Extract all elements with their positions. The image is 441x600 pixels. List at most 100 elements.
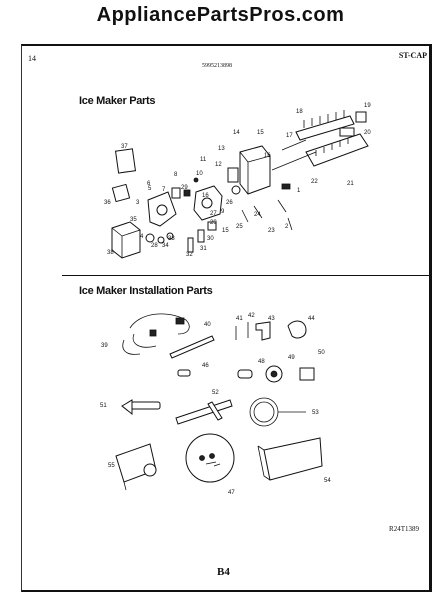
label-54: 54 <box>324 478 331 484</box>
label-38: 38 <box>107 250 114 256</box>
label-16: 16 <box>264 153 271 159</box>
label-3: 3 <box>136 200 140 206</box>
section-title-installation-parts: Ice Maker Installation Parts <box>79 285 213 297</box>
label-28: 28 <box>151 243 158 249</box>
label-36: 36 <box>104 200 111 206</box>
label-55: 55 <box>108 463 115 469</box>
part-1-fitting <box>281 183 291 190</box>
part-21-mold <box>305 133 369 167</box>
part-6-clip <box>171 187 181 199</box>
label-53: 53 <box>312 410 319 416</box>
part-52-fill-tube <box>175 399 233 425</box>
label-43: 43 <box>268 316 275 322</box>
label-21: 21 <box>347 181 354 187</box>
part-20-block <box>339 127 355 137</box>
part-34-disk <box>157 236 165 244</box>
label-30: 30 <box>207 236 214 242</box>
label-20: 20 <box>364 130 371 136</box>
section-title-ice-maker-parts: Ice Maker Parts <box>79 95 156 107</box>
label-32: 32 <box>186 252 193 258</box>
label-12: 12 <box>215 162 222 168</box>
part-50-clip <box>299 367 315 381</box>
label-9: 9 <box>221 209 225 215</box>
part-54-ice-bucket <box>257 437 323 481</box>
label-10: 10 <box>196 171 203 177</box>
ice-maker-part-labels: 18 19 20 17 14 15 16 37 13 11 12 22 21 8… <box>104 103 371 258</box>
label-49: 49 <box>288 355 295 361</box>
label-27: 27 <box>210 211 217 217</box>
part-23-screw <box>277 199 287 213</box>
part-25-screw <box>241 209 249 223</box>
label-35: 35 <box>130 217 137 223</box>
label-15b: 15 <box>222 228 229 234</box>
label-5: 5 <box>148 186 152 192</box>
label-52: 52 <box>212 390 219 396</box>
footer-page-code: B4 <box>217 566 230 578</box>
part-47-hardware-kit <box>185 433 235 483</box>
label-24: 24 <box>254 212 261 218</box>
part-30-spring <box>197 229 205 243</box>
part-2-screw <box>287 217 293 231</box>
part-46-fitting <box>177 369 191 377</box>
label-8: 8 <box>174 172 178 178</box>
label-48: 48 <box>258 359 265 365</box>
label-18: 18 <box>296 109 303 115</box>
label-26: 26 <box>226 200 233 206</box>
label-14: 14 <box>233 130 240 136</box>
label-33: 33 <box>168 236 175 242</box>
label-31: 31 <box>200 246 207 252</box>
part-49-grommet-center <box>270 370 278 378</box>
part-37-cover <box>114 148 137 174</box>
part-13-control-head <box>193 185 223 221</box>
label-25: 25 <box>236 224 243 230</box>
reference-code: R24T1389 <box>389 525 419 533</box>
label-42: 42 <box>248 313 255 319</box>
label-29: 29 <box>181 185 188 191</box>
label-13: 13 <box>218 146 225 152</box>
part-44-clamp <box>287 320 307 339</box>
model-code: ST-CAP <box>398 51 427 60</box>
label-34: 34 <box>162 243 169 249</box>
part-36-plate <box>111 183 131 203</box>
part-12-lever <box>227 167 239 183</box>
label-29b: 29 <box>210 220 217 226</box>
label-11: 11 <box>200 157 207 163</box>
part-16-switch-housing <box>239 145 271 195</box>
label-44: 44 <box>308 316 315 322</box>
part-55-water-valve <box>115 443 157 491</box>
part-51-valve <box>121 399 161 416</box>
part-17-arm <box>281 139 307 151</box>
part-18-ejector <box>295 110 355 141</box>
part-27-pin <box>207 221 217 231</box>
label-19: 19 <box>364 103 371 109</box>
part-33-disk <box>166 232 174 240</box>
label-37: 37 <box>121 144 128 150</box>
label-6: 6 <box>147 181 151 187</box>
part-32-shaft <box>187 237 194 253</box>
diagram-page: 14 5995213898 ST-CAP Ice Maker Parts Ice… <box>21 44 432 592</box>
part-53-water-tube <box>249 397 306 427</box>
label-2: 2 <box>285 224 289 230</box>
label-46: 46 <box>202 363 209 369</box>
label-47: 47 <box>228 490 235 496</box>
part-38-housing <box>111 221 141 259</box>
part-39-wire-harness <box>122 313 190 355</box>
label-4: 4 <box>140 234 144 240</box>
part-48-nut <box>237 369 253 379</box>
label-15: 15 <box>257 130 264 136</box>
installation-part-labels: 41 42 43 44 40 39 50 49 46 48 52 51 53 5… <box>100 313 331 496</box>
document-number: 5995213898 <box>202 63 232 69</box>
label-50: 50 <box>318 350 325 356</box>
part-24-screw <box>253 205 263 219</box>
label-1: 1 <box>297 188 301 194</box>
label-7: 7 <box>162 187 166 193</box>
part-19-gear <box>355 111 367 123</box>
label-23: 23 <box>268 228 275 234</box>
label-22: 22 <box>311 179 318 185</box>
part-26-gear <box>231 185 241 195</box>
watermark: AppliancePartsPros.com <box>96 4 345 26</box>
part-5-bracket <box>147 191 177 227</box>
label-51: 51 <box>100 403 107 409</box>
part-22-heater <box>271 151 317 171</box>
